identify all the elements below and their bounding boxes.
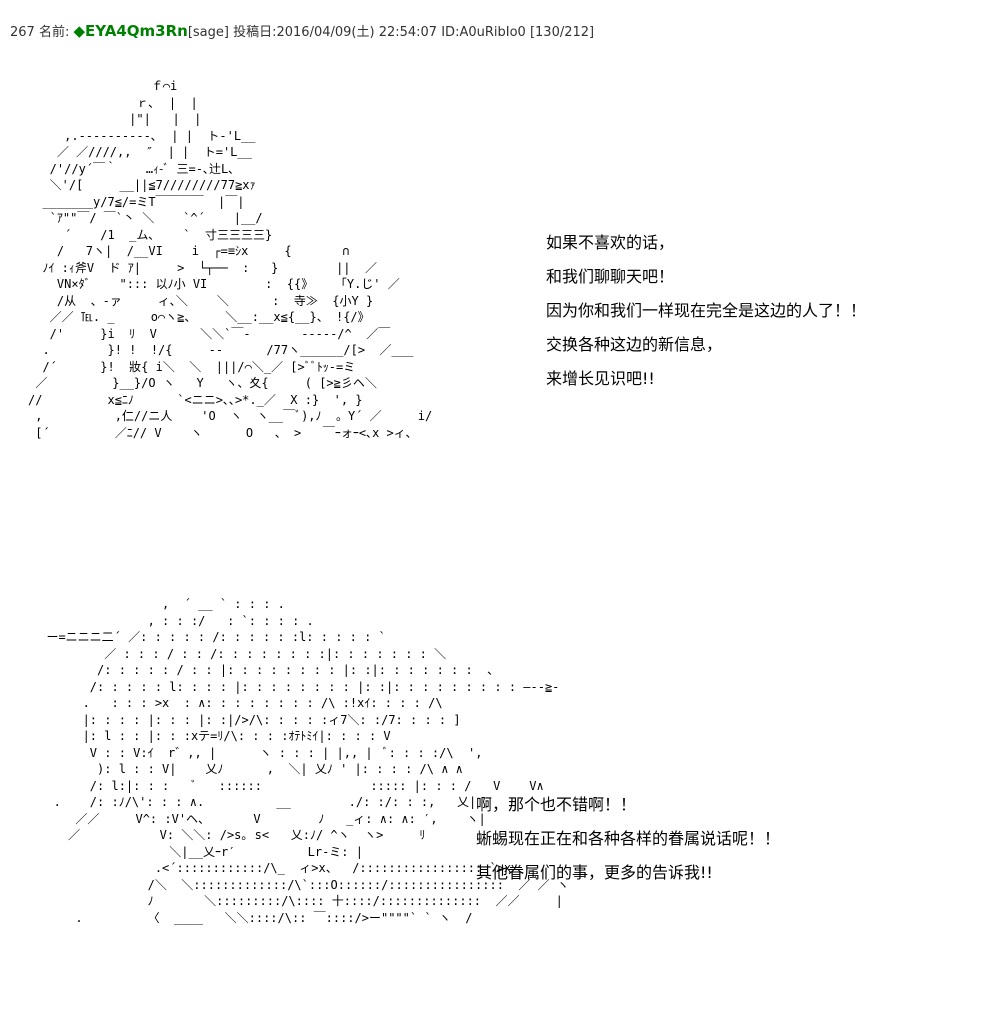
ascii-art-figure-1: ｆ⌒i ｒ､ | | |"| | | ,.----------､ | | ト-'… (28, 79, 433, 440)
post-count: [130/212] (529, 25, 595, 40)
post-date: 2016/04/09(土) 22:54:07 (276, 25, 438, 40)
dialogue-line: 蜥蜴现在正在和各种各样的眷属说话呢！！ (476, 829, 781, 848)
dialogue-line: 因为你和我们一样现在完全是这边的人了！！ (546, 301, 867, 320)
ascii-art-figure-2: , ´ __ ` : : : . , : : :/ : `: : : : . ー… (46, 597, 569, 925)
mail-field: [sage] (187, 25, 229, 40)
dialogue-line: 来增长见识吧!! (546, 369, 655, 388)
dialogue-block-2: 啊，那个也不错啊！！ 蜥蜴现在正在和各种各样的眷属说话呢！！ 其他眷属们的事，更… (476, 788, 780, 890)
dialogue-line: 啊，那个也不错啊！！ (476, 795, 637, 814)
dialogue-line: 如果不喜欢的话， (546, 233, 675, 252)
dialogue-line: 交换各种这边的新信息， (546, 335, 723, 354)
post-number: 267 (10, 25, 35, 40)
dialogue-line: 其他眷属们的事，更多的告诉我!! (476, 863, 713, 882)
dialogue-line: 和我们聊聊天吧！ (546, 267, 675, 286)
poster-name[interactable]: ◆EYA4Qm3Rn (73, 22, 188, 40)
name-label: 名前: (38, 25, 70, 40)
date-label: 投稿日: (233, 25, 277, 40)
post-header: 267 名前: ◆EYA4Qm3Rn[sage] 投稿日:2016/04/09(… (10, 22, 594, 42)
poster-id: ID:A0uRibIo0 (441, 25, 526, 40)
dialogue-block-1: 如果不喜欢的话， 和我们聊聊天吧！ 因为你和我们一样现在完全是这边的人了！！ 交… (546, 226, 866, 396)
